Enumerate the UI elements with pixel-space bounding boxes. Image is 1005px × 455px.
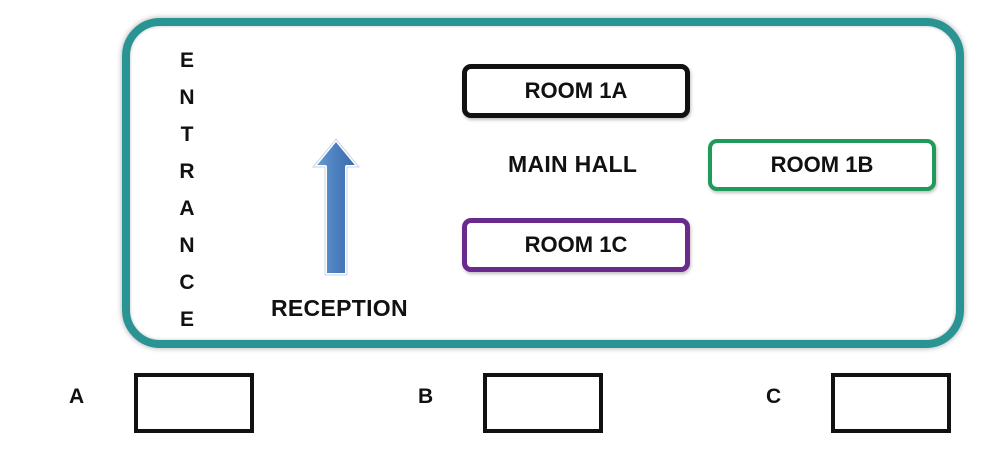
room-1b: ROOM 1B <box>708 139 936 191</box>
entrance-letter: E <box>179 308 194 331</box>
entrance-letter: E <box>179 49 194 72</box>
entrance-letter: T <box>180 123 194 146</box>
answer-a-label: A <box>69 385 85 408</box>
entrance-letter: C <box>179 271 195 294</box>
room-1c: ROOM 1C <box>462 218 690 272</box>
entrance-letter: N <box>179 86 195 109</box>
room-1c-label: ROOM 1C <box>524 232 628 257</box>
entrance-letter: N <box>179 234 195 257</box>
room-1a-label: ROOM 1A <box>524 78 628 103</box>
entrance-letter: R <box>179 160 195 183</box>
room-1b-label: ROOM 1B <box>770 152 874 177</box>
answer-b-label: B <box>418 385 434 408</box>
main-hall-label: MAIN HALL <box>508 151 638 177</box>
entrance-letter: A <box>179 197 195 220</box>
answer-b-box[interactable] <box>483 373 603 433</box>
reception-label: RECEPTION <box>271 295 408 321</box>
answer-c-box[interactable] <box>831 373 951 433</box>
entrance-label: E N T R A N C E <box>172 42 202 338</box>
room-1a: ROOM 1A <box>462 64 690 118</box>
answer-a-box[interactable] <box>134 373 254 433</box>
answer-c-label: C <box>766 385 782 408</box>
up-arrow-icon <box>311 137 361 277</box>
